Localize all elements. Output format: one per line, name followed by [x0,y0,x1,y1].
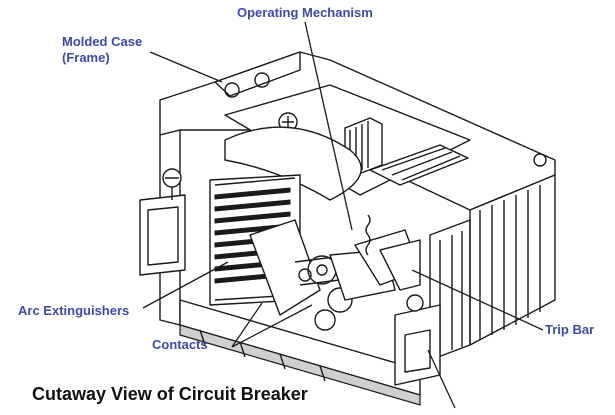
label-molded-case-line2: (Frame) [62,50,110,65]
line-terminal [139,168,186,276]
operating-mechanism-housing [224,84,471,201]
base-rail [179,324,421,406]
leader-contacts-a [231,302,263,348]
leader-molded-case [149,51,223,83]
leader-arc-extinguishers [142,261,229,309]
label-molded-case: Molded Case (Frame) [62,34,142,66]
leader-operating-mechanism [304,21,353,231]
label-contacts: Contacts [152,337,208,352]
leader-terminal [427,349,456,409]
diagram-caption: Cutaway View of Circuit Breaker [32,384,308,404]
leader-trip-bar [411,269,544,331]
label-operating-mechanism: Operating Mechanism [237,5,373,20]
label-arc-extinguishers: Arc Extinguishers [18,303,130,318]
label-molded-case-line1: Molded Case [62,34,143,49]
trip-bar-assembly [354,214,421,291]
load-terminal [394,294,441,386]
leader-contacts-b [231,304,313,348]
label-trip-bar: Trip Bar [545,322,595,337]
